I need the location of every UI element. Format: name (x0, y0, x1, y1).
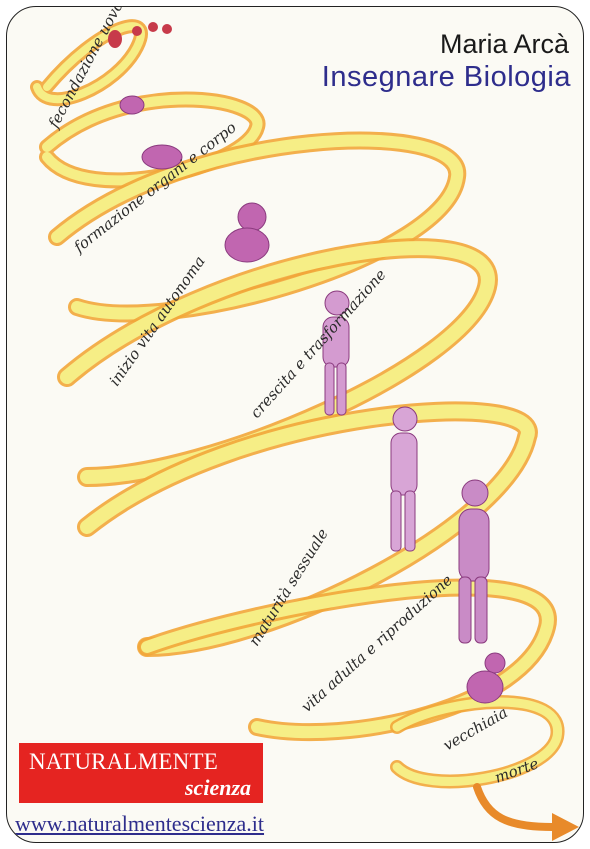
teen-figure (391, 407, 417, 551)
baby-figure (225, 203, 269, 262)
brand-logo: NATURALMENTE scienza (19, 743, 263, 803)
author-name: Maria Arcà (440, 29, 569, 60)
brand-name: NATURALMENTE (29, 749, 218, 775)
book-title: Insegnare Biologia (322, 61, 571, 94)
cover-card: fecondazione uovo formazione organi e co… (6, 6, 584, 843)
website-link[interactable]: www.naturalmentescienza.it (15, 811, 264, 837)
spiral-label-5: maturità sessuale (245, 525, 332, 649)
brand-subtitle: scienza (185, 775, 251, 801)
spiral-tail-arrow (477, 787, 552, 827)
embryo-figure (120, 96, 144, 114)
spiral-label-2: formazione organi e corpo (70, 118, 240, 256)
elder-figure (467, 653, 505, 703)
arrow-head (552, 813, 579, 841)
spiral-label-8: morte (492, 754, 541, 786)
life-spiral-illustration: fecondazione uovo formazione organi e co… (7, 7, 583, 842)
